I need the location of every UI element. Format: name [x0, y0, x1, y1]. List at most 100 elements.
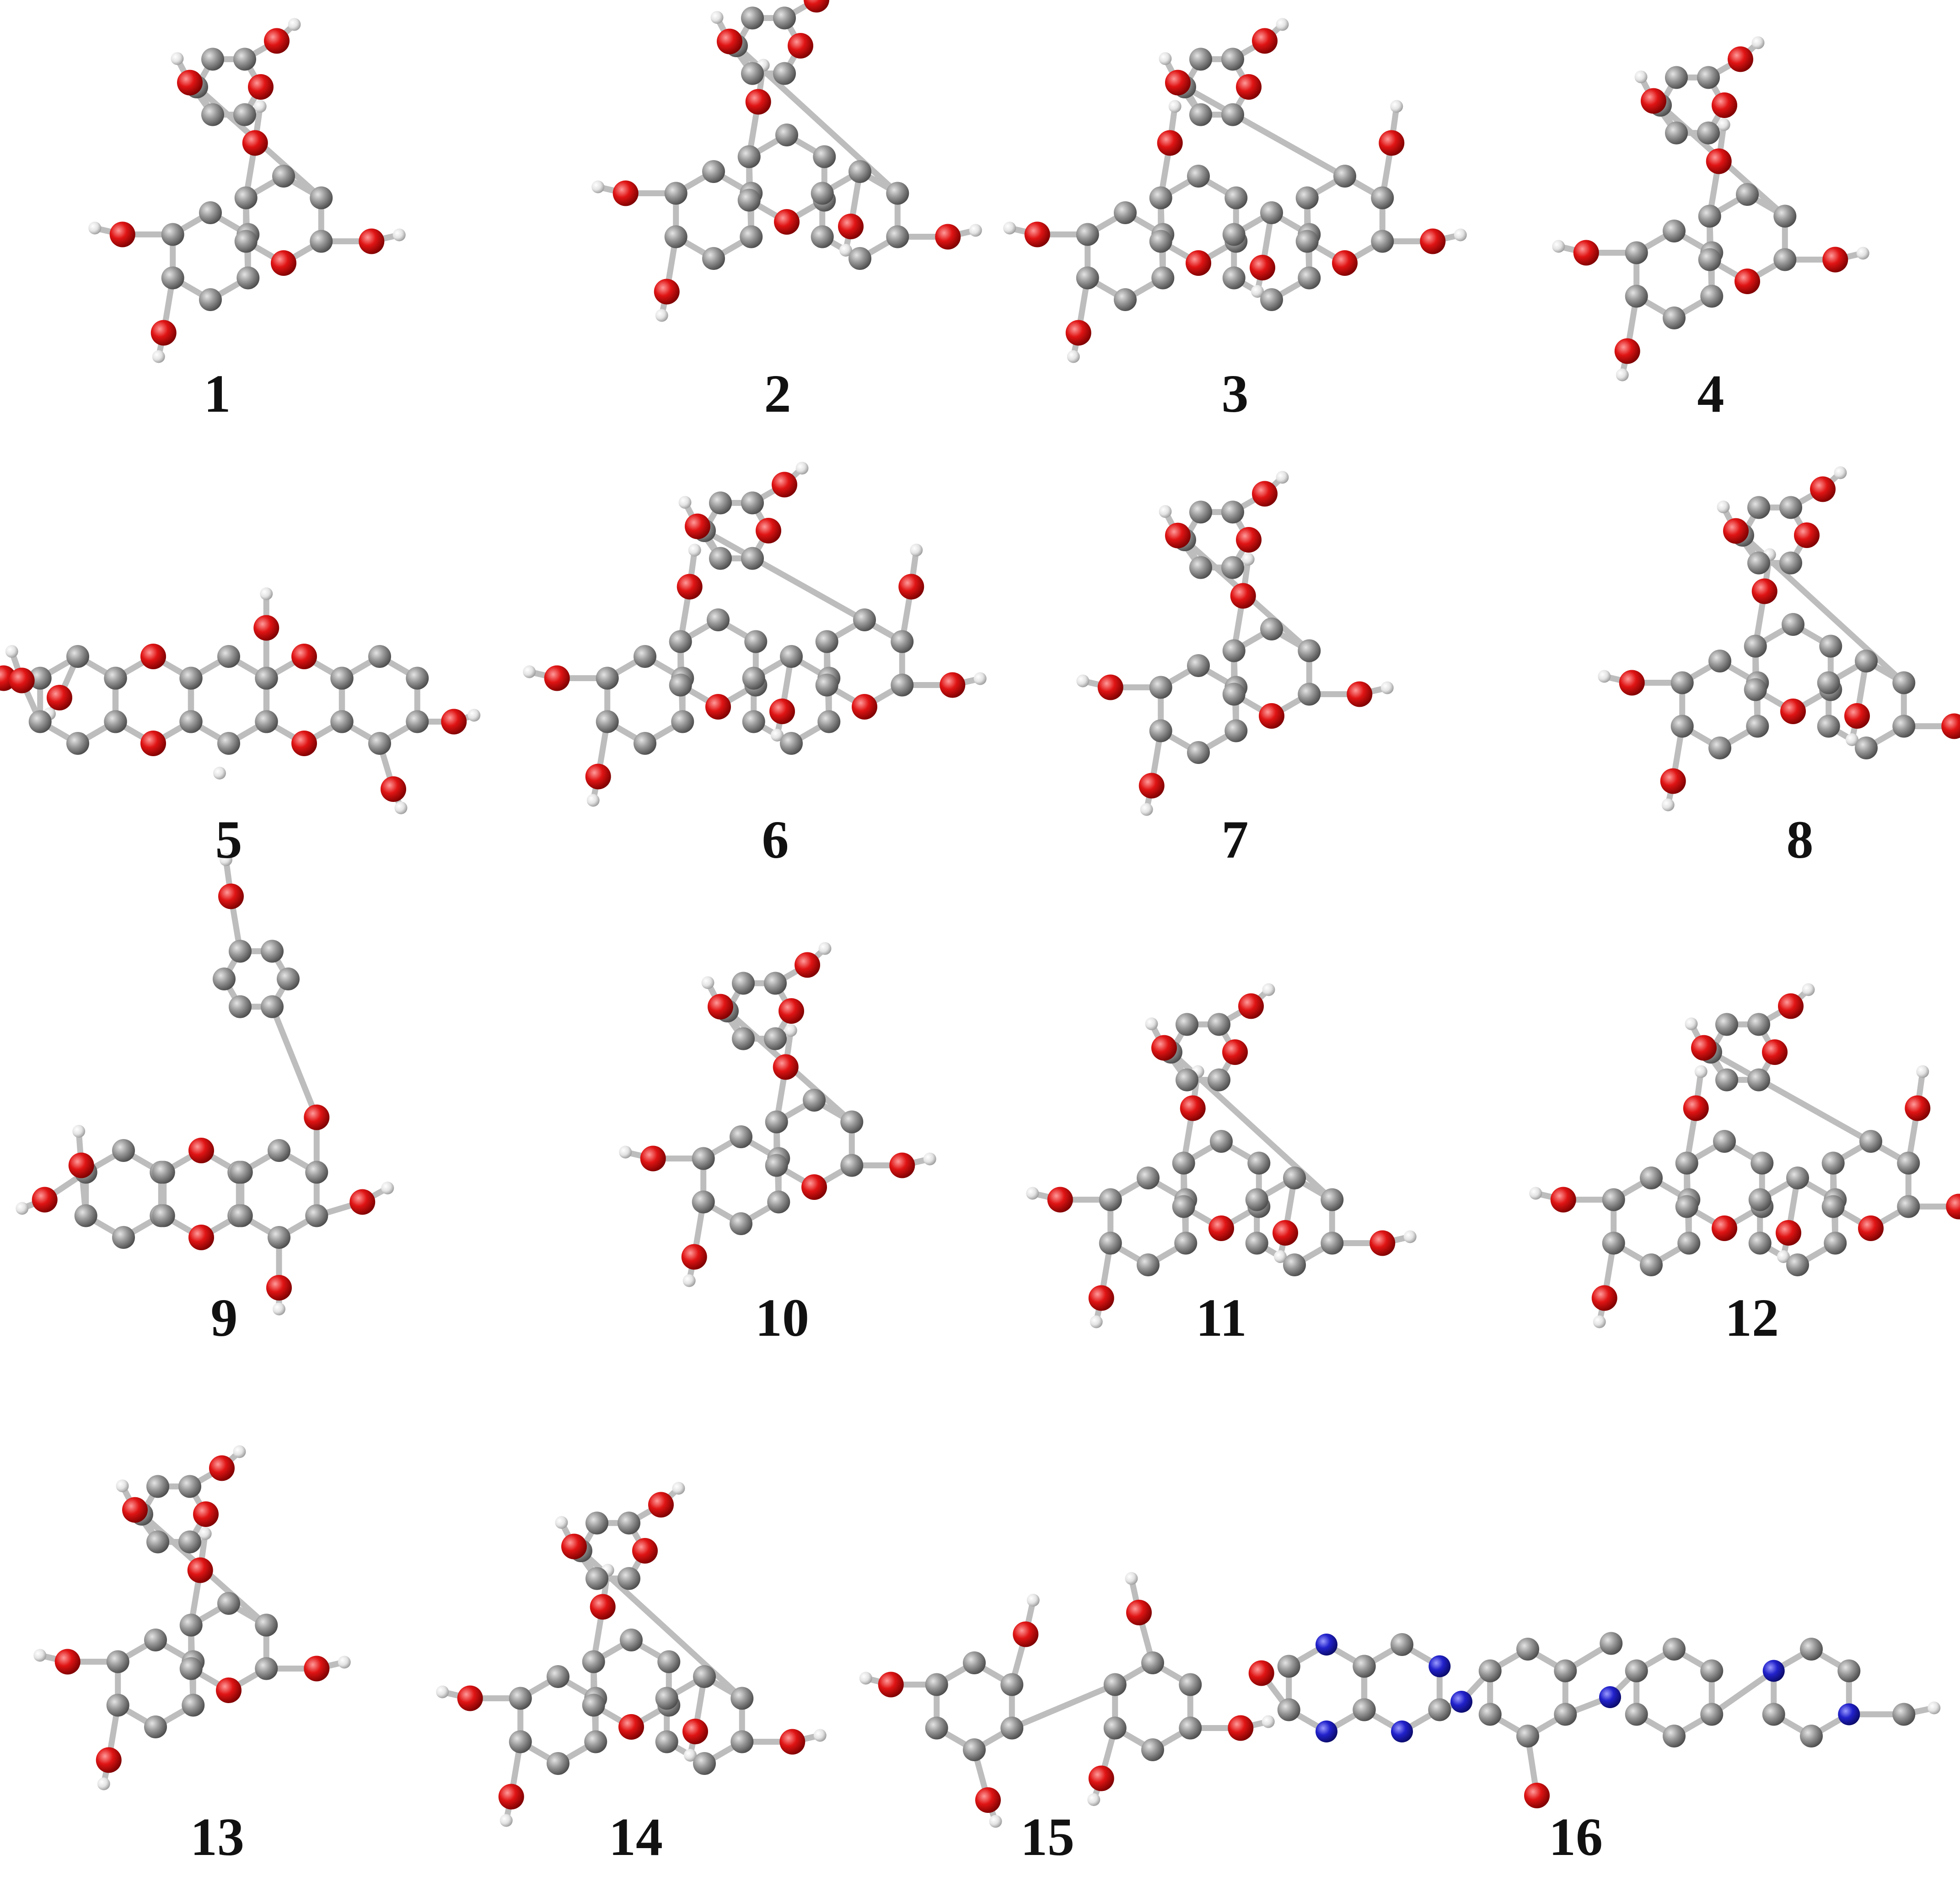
atom-o	[1641, 88, 1666, 114]
atom-c	[730, 1212, 752, 1235]
atom-h	[5, 645, 18, 658]
atom-o	[1180, 1095, 1206, 1121]
atom-h	[1856, 247, 1869, 260]
bond	[269, 1004, 320, 1120]
atom-h	[1076, 674, 1090, 688]
atom-c	[730, 1125, 752, 1148]
atom-c	[811, 225, 834, 248]
atom-c	[742, 710, 765, 733]
atom-h	[1403, 1230, 1417, 1243]
atom-n	[1316, 1720, 1337, 1742]
bond	[1708, 1668, 1777, 1717]
atom-c	[1277, 1655, 1300, 1678]
atom-layer	[0, 0, 1960, 1828]
atom-o	[1706, 148, 1732, 174]
atom-c	[1221, 556, 1244, 579]
bond	[1009, 1682, 1118, 1731]
atom-h	[199, 1527, 212, 1540]
atom-o	[498, 1784, 524, 1810]
molecule-label: 9	[211, 1288, 238, 1348]
atom-c	[664, 182, 687, 205]
atom-o	[1222, 1039, 1248, 1065]
atom-c	[233, 48, 256, 71]
atom-c	[104, 710, 127, 733]
atom-o	[1780, 699, 1806, 724]
atom-c	[1663, 306, 1686, 329]
molecule-1	[88, 18, 406, 363]
atom-c	[368, 645, 391, 668]
atom-c	[1516, 1638, 1539, 1661]
atom-c	[664, 225, 687, 248]
atom-c	[1222, 639, 1246, 662]
atom-o	[1230, 583, 1256, 609]
atom-c	[1149, 230, 1172, 253]
atom-c	[730, 1687, 754, 1710]
atom-c	[1800, 1725, 1823, 1747]
atom-c	[330, 667, 354, 690]
atom-o	[1065, 320, 1091, 346]
atom-c	[813, 145, 836, 168]
atom-h	[1067, 350, 1080, 363]
atom-o	[544, 665, 570, 691]
atom-c	[213, 968, 236, 990]
atom-h	[1717, 500, 1730, 514]
atom-o	[1273, 1220, 1298, 1246]
atom-n	[1838, 1703, 1860, 1726]
atom-c	[1675, 1151, 1698, 1175]
atom-c	[1663, 1725, 1686, 1747]
atom-c	[1114, 201, 1137, 224]
atom-c	[1665, 66, 1688, 89]
atom-o	[1734, 269, 1760, 294]
molecule-label: 13	[190, 1807, 244, 1867]
atom-o	[1157, 130, 1183, 156]
atom-c	[1817, 715, 1840, 738]
atom-h	[555, 1516, 568, 1529]
atom-c	[891, 673, 914, 697]
atom-o	[838, 214, 864, 239]
atom-c	[1247, 1151, 1271, 1175]
atom-h	[1593, 1315, 1606, 1328]
atom-c	[1747, 1068, 1770, 1091]
atom-o	[216, 1677, 242, 1703]
atom-c	[1478, 1659, 1502, 1683]
atom-h	[394, 801, 408, 814]
atom-o	[889, 1152, 915, 1178]
atom-o	[1236, 527, 1262, 553]
atom-o	[640, 1145, 666, 1172]
atom-c	[179, 1657, 203, 1680]
atom-c	[1625, 1659, 1648, 1683]
atom-o	[1379, 130, 1405, 156]
atom-h	[839, 244, 852, 257]
molecule-label: 3	[1222, 364, 1249, 424]
atom-c	[1176, 1013, 1198, 1036]
atom-h	[253, 100, 267, 113]
atom-c	[1277, 1698, 1300, 1721]
atom-h	[619, 1145, 632, 1159]
atom-o	[304, 1104, 330, 1130]
atom-h	[260, 587, 273, 600]
atom-c	[112, 1139, 135, 1162]
atom-h	[273, 1302, 285, 1316]
atom-c	[234, 230, 258, 253]
atom-h	[923, 1152, 936, 1166]
atom-o	[1236, 74, 1262, 100]
molecule-label: 11	[1196, 1288, 1247, 1348]
atom-c	[230, 1161, 253, 1184]
atom-c	[305, 1161, 328, 1184]
molecule-15	[859, 1572, 1275, 1828]
atom-c	[582, 1650, 605, 1673]
atom-c	[737, 188, 761, 212]
atom-c	[179, 710, 203, 733]
atom-h	[701, 976, 714, 989]
atom-o	[898, 574, 924, 600]
atom-o	[122, 1497, 148, 1523]
molecule-label: 10	[755, 1288, 809, 1348]
atom-h	[1262, 983, 1275, 996]
atom-c	[1114, 288, 1137, 311]
atom-c	[1554, 1703, 1577, 1726]
atom-c	[310, 186, 333, 210]
atom-h	[1751, 36, 1765, 49]
atom-h	[1251, 285, 1264, 298]
atom-c	[1208, 1013, 1230, 1036]
